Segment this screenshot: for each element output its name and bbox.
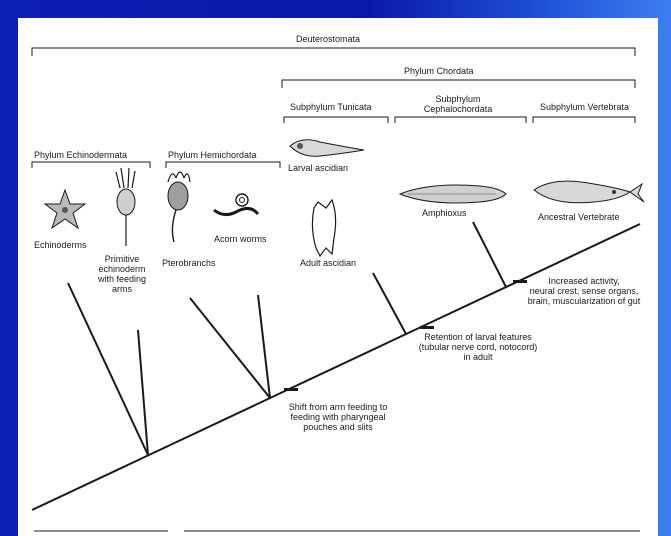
phylum-echinodermata-label: Phylum Echinodermata — [34, 150, 127, 160]
chordata-bracket — [282, 80, 635, 88]
tick-larval — [420, 326, 434, 329]
larval-ascidian-label: Larval ascidian — [288, 163, 348, 173]
pharyngeal-line2: feeding with pharyngeal — [268, 412, 408, 422]
echinoderms-label: Echinoderms — [34, 240, 87, 250]
ancestral-vertebrate-icon — [534, 181, 644, 203]
pterobranch-icon — [168, 172, 190, 242]
deuterostomata-bracket — [32, 48, 635, 56]
adult-ascidian-label: Adult ascidian — [300, 258, 356, 268]
subphylum-cephalochordata-label: Subphylum Cephalochordata — [413, 94, 503, 114]
amphioxus-icon — [400, 185, 506, 203]
acorn-worms-label: Acorn worms — [214, 234, 267, 244]
starfish-icon — [45, 190, 85, 228]
pharyngeal-event-label: Shift from arm feeding to feeding with p… — [268, 402, 408, 432]
phylum-hemichordata-label: Phylum Hemichordata — [168, 150, 257, 160]
branch-ascidian — [373, 273, 406, 334]
pterobranchs-label: Pterobranchs — [162, 258, 216, 268]
branch-echinoderms — [68, 283, 148, 455]
subphylum-vertebrata-label: Subphylum Vertebrata — [540, 102, 629, 112]
ancestral-vertebrate-label: Ancestral Vertebrate — [538, 212, 620, 222]
primitive-echinoderm-line3: with feeding — [92, 274, 152, 284]
branch-pterobranchs — [190, 298, 270, 398]
diagram-panel: Deuterostomata Phylum Chordata Subphylum… — [18, 18, 658, 536]
primitive-echinoderm-line1: Primitive — [92, 254, 152, 264]
tick-pharyngeal — [284, 388, 298, 391]
tunicata-bracket — [284, 117, 388, 123]
primitive-echinoderm-icon — [116, 168, 135, 246]
adult-ascidian-icon — [312, 200, 335, 256]
amphioxus-label: Amphioxus — [422, 208, 467, 218]
acorn-worm-icon — [214, 194, 258, 215]
larval-features-event-label: Retention of larval features (tubular ne… — [398, 332, 558, 362]
vertebrate-traits-event-label: Increased activity, neural crest, sense … — [514, 276, 654, 306]
phylum-chordata-label: Phylum Chordata — [404, 66, 474, 76]
deuterostomata-label: Deuterostomata — [296, 34, 360, 44]
vertebrate-traits-line3: brain, muscularization of gut — [514, 296, 654, 306]
primitive-echinoderm-label: Primitive echinoderm with feeding arms — [92, 254, 152, 294]
larval-features-line2: (tubular nerve cord, notocord) — [398, 342, 558, 352]
echinodermata-bracket — [32, 162, 150, 168]
cephalochordata-bracket — [395, 117, 526, 123]
branch-acorn-worms — [258, 295, 270, 398]
branch-amphioxus — [473, 222, 506, 287]
hemichordata-bracket — [166, 162, 280, 168]
vertebrate-traits-line2: neural crest, sense organs, — [514, 286, 654, 296]
larval-features-line3: in adult — [398, 352, 558, 362]
primitive-echinoderm-line2: echinoderm — [92, 264, 152, 274]
subphylum-tunicata-label: Subphylum Tunicata — [290, 102, 372, 112]
pharyngeal-line1: Shift from arm feeding to — [268, 402, 408, 412]
primitive-echinoderm-line4: arms — [92, 284, 152, 294]
cephalochordata-line1: Subphylum — [413, 94, 503, 104]
cephalochordata-line2: Cephalochordata — [413, 104, 503, 114]
vertebrate-traits-line1: Increased activity, — [514, 276, 654, 286]
vertebrata-bracket — [533, 117, 635, 123]
pharyngeal-line3: pouches and slits — [268, 422, 408, 432]
larval-ascidian-icon — [290, 140, 364, 157]
larval-features-line1: Retention of larval features — [398, 332, 558, 342]
